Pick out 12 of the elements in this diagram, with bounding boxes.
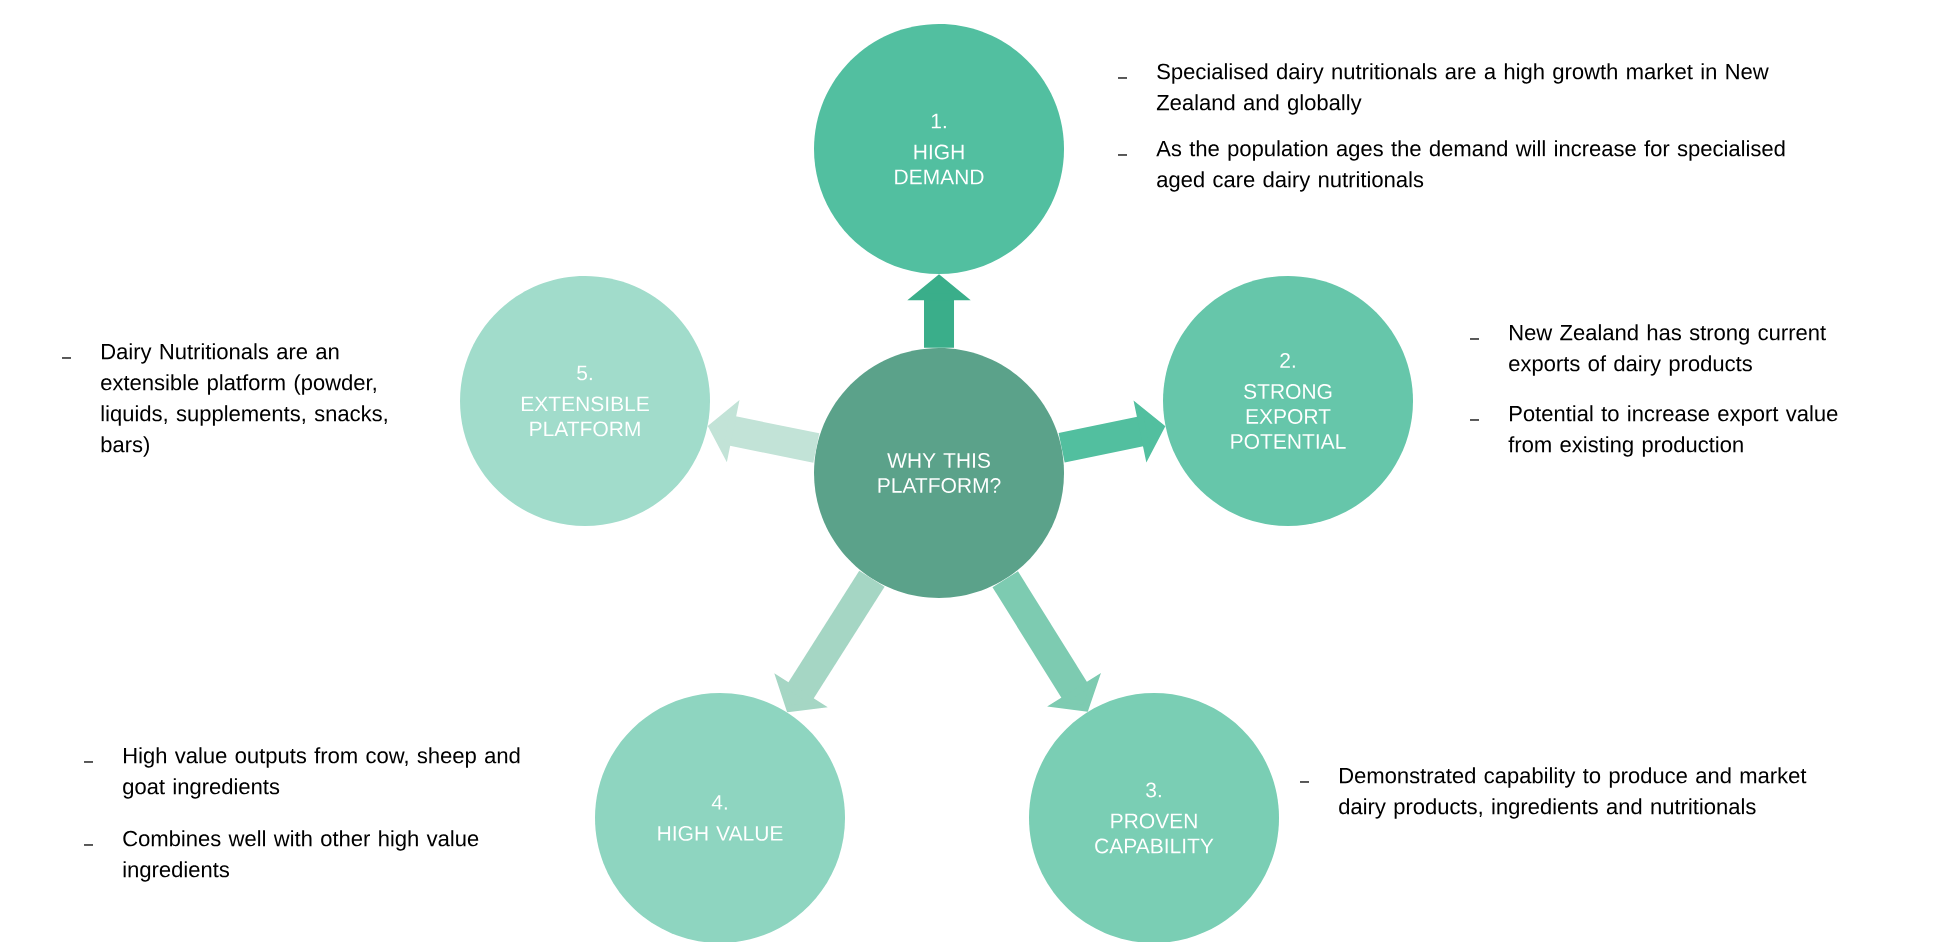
bullet-text: New Zealand has strong current exports of dairy products — [1509, 324, 1826, 376]
bullet-text: Dairy Nutritionals are an extensible platform (powder, liquids, supplements, snacks, bars) — [101, 343, 387, 457]
block-arrow — [992, 571, 1101, 712]
circle-node: 2. STRONG EXPORT POTENTIAL — [1163, 276, 1413, 526]
bullet-text: As the population ages the demand will increase for specialised aged care dairy nutritionals — [1156, 140, 1785, 192]
bullet-text: Combines well with other high value ingredients — [123, 830, 479, 882]
bullet-text: Demonstrated capability to produce and market dairy products, ingredients and nutritionals — [1339, 767, 1807, 819]
circle-node: 5. EXTENSIBLE PLATFORM — [460, 276, 710, 526]
bullet-text: Specialised dairy nutritionals are a high growth market in New Zealand and globally — [1156, 63, 1769, 115]
circle-node: 1. HIGH DEMAND — [814, 24, 1064, 274]
bullet-text: High value outputs from cow, sheep and goat ingredients — [123, 747, 520, 799]
bullet-text: Potential to increase export value from existing production — [1508, 405, 1838, 457]
